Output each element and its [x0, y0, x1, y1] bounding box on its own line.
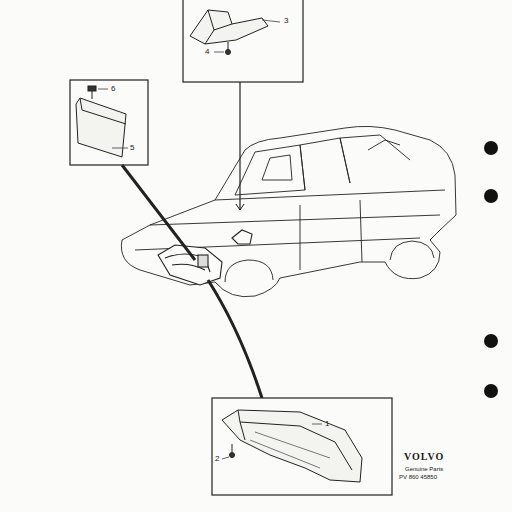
brand-subtitle: Genuine Parts: [405, 466, 443, 472]
inset-1: [208, 280, 392, 495]
callout-number: 1: [325, 420, 329, 428]
brand-name: VOLVO: [404, 452, 444, 462]
inset-3: [183, 0, 303, 210]
part-catalog-number: PV 860 45850: [399, 474, 437, 480]
callout-number: 4: [205, 48, 209, 56]
callout-number: 5: [130, 144, 134, 152]
shield-on-car: [232, 230, 252, 244]
callout-number: 3: [284, 17, 288, 25]
callout-number: 2: [215, 455, 219, 463]
car-outline: [121, 126, 456, 296]
binder-holes: [484, 141, 498, 398]
callout-number: 6: [111, 85, 115, 93]
splash-shield-on-car: [158, 245, 222, 285]
inset-5: [70, 80, 195, 260]
